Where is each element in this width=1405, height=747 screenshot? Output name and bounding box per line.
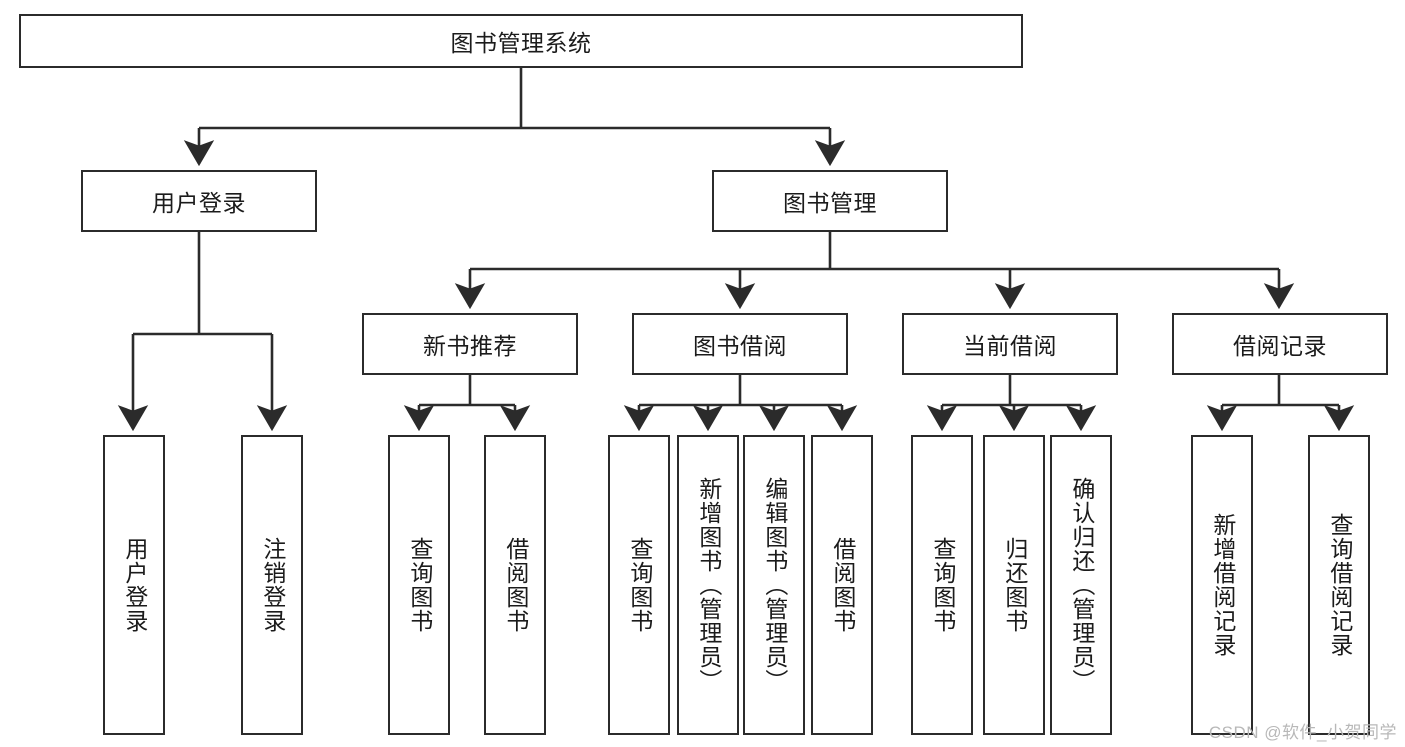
node-leaf-edit-book[interactable]: 编辑图书（管理员） — [743, 435, 805, 735]
node-current-borrow[interactable]: 当前借阅 — [902, 313, 1118, 375]
node-root[interactable]: 图书管理系统 — [19, 14, 1023, 68]
node-new-book-recommend-label: 新书推荐 — [423, 333, 517, 359]
node-leaf-user-logout[interactable]: 注销登录 — [241, 435, 303, 735]
node-leaf-add-book-label: 新增图书（管理员） — [695, 477, 722, 693]
node-user-login-label: 用户登录 — [152, 190, 246, 216]
node-leaf-query-book-1[interactable]: 查询图书 — [388, 435, 450, 735]
node-leaf-return-book[interactable]: 归还图书 — [983, 435, 1045, 735]
node-leaf-return-book-label: 归还图书 — [1001, 537, 1028, 633]
node-leaf-query-book-2[interactable]: 查询图书 — [608, 435, 670, 735]
node-book-borrow[interactable]: 图书借阅 — [632, 313, 848, 375]
node-leaf-borrow-book-1-label: 借阅图书 — [502, 537, 529, 633]
node-leaf-user-login[interactable]: 用户登录 — [103, 435, 165, 735]
node-user-login[interactable]: 用户登录 — [81, 170, 317, 232]
node-book-borrow-label: 图书借阅 — [693, 333, 787, 359]
node-leaf-user-login-label: 用户登录 — [121, 537, 148, 633]
node-book-management-label: 图书管理 — [783, 190, 877, 216]
node-leaf-edit-book-label: 编辑图书（管理员） — [761, 477, 788, 693]
node-root-label: 图书管理系统 — [450, 30, 592, 56]
node-leaf-query-book-3-label: 查询图书 — [929, 537, 956, 633]
node-borrow-record[interactable]: 借阅记录 — [1172, 313, 1388, 375]
node-leaf-borrow-book-1[interactable]: 借阅图书 — [484, 435, 546, 735]
node-leaf-add-book[interactable]: 新增图书（管理员） — [677, 435, 739, 735]
node-leaf-query-borrow-record-label: 查询借阅记录 — [1326, 513, 1353, 657]
node-leaf-borrow-book-2-label: 借阅图书 — [829, 537, 856, 633]
node-leaf-user-logout-label: 注销登录 — [259, 537, 286, 633]
node-leaf-add-borrow-record[interactable]: 新增借阅记录 — [1191, 435, 1253, 735]
node-new-book-recommend[interactable]: 新书推荐 — [362, 313, 578, 375]
node-leaf-query-borrow-record[interactable]: 查询借阅记录 — [1308, 435, 1370, 735]
node-leaf-confirm-return[interactable]: 确认归还（管理员） — [1050, 435, 1112, 735]
node-book-management[interactable]: 图书管理 — [712, 170, 948, 232]
node-leaf-query-book-1-label: 查询图书 — [406, 537, 433, 633]
node-current-borrow-label: 当前借阅 — [963, 333, 1057, 359]
node-leaf-confirm-return-label: 确认归还（管理员） — [1068, 477, 1095, 693]
node-leaf-query-book-2-label: 查询图书 — [626, 537, 653, 633]
node-leaf-query-book-3[interactable]: 查询图书 — [911, 435, 973, 735]
node-leaf-borrow-book-2[interactable]: 借阅图书 — [811, 435, 873, 735]
node-leaf-add-borrow-record-label: 新增借阅记录 — [1209, 513, 1236, 657]
node-borrow-record-label: 借阅记录 — [1233, 333, 1327, 359]
